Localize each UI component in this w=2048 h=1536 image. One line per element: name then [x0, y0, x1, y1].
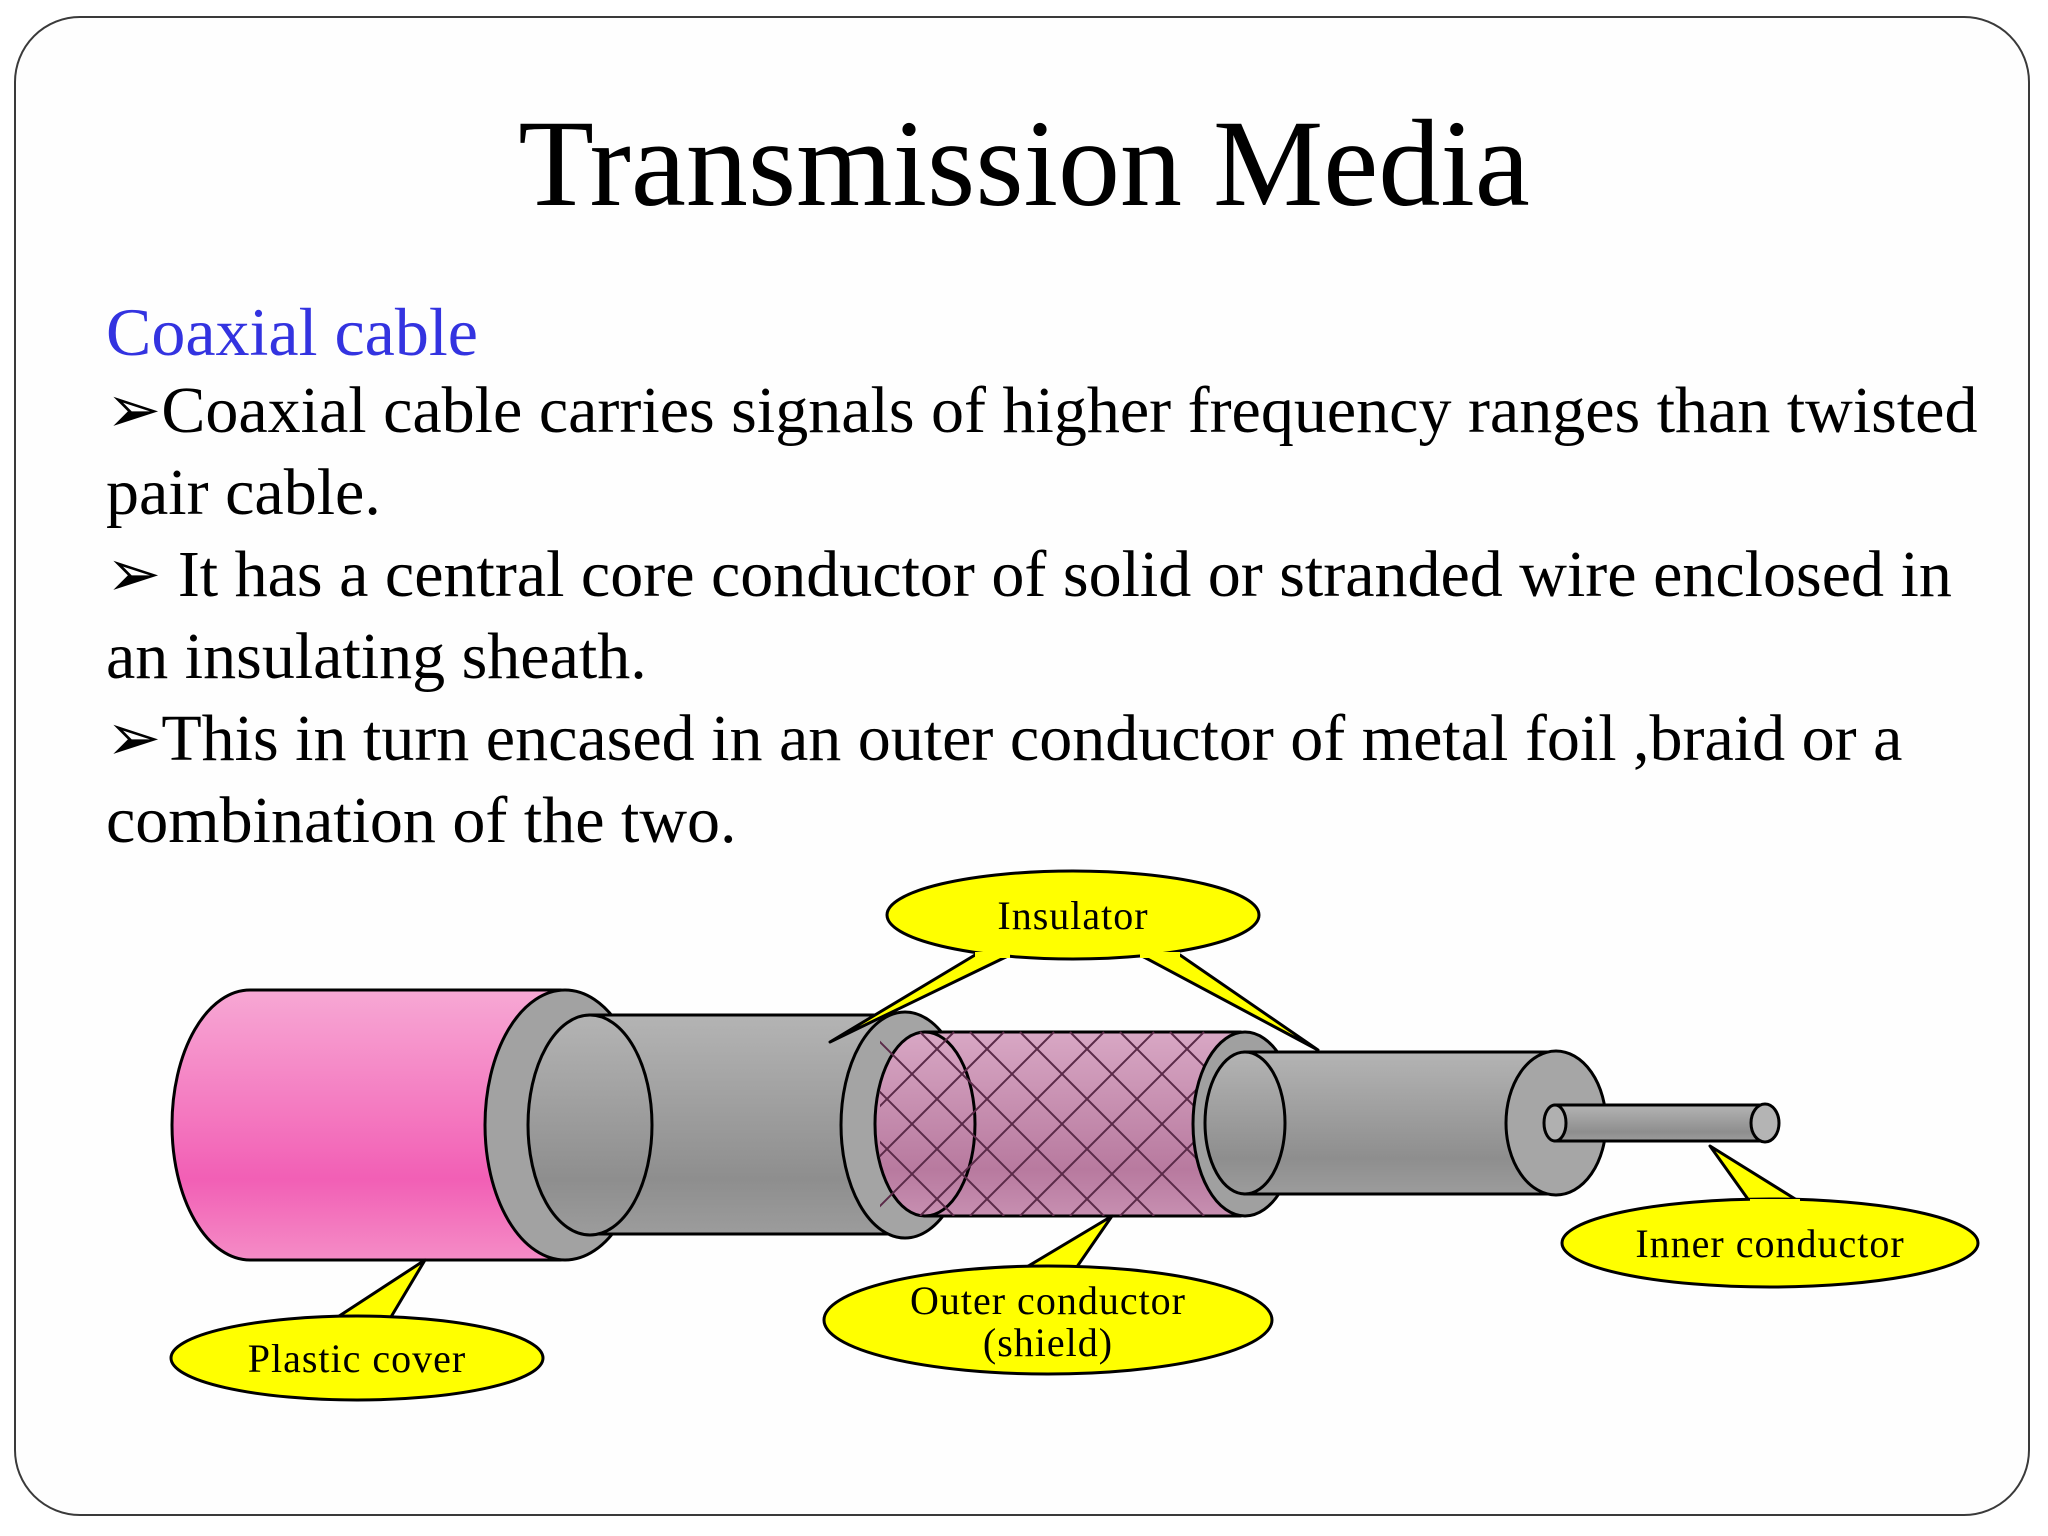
bullet-text-2: It has a central core conductor of solid…	[106, 538, 1952, 693]
bullet-item-3: ➢This in turn encased in an outer conduc…	[106, 698, 1986, 862]
callout-outer-conductor: Outer conductor (shield)	[822, 1214, 1274, 1376]
arrow-bullet-icon: ➢	[106, 702, 162, 775]
arrow-bullet-icon: ➢	[106, 538, 162, 611]
callout-outer-conductor-label-line2: (shield)	[983, 1320, 1113, 1365]
callout-insulator-label: Insulator	[997, 893, 1148, 938]
bullet-item-2: ➢ It has a central core conductor of sol…	[106, 534, 1986, 698]
callout-plastic-cover: Plastic cover	[169, 1258, 545, 1402]
callout-inner-conductor: Inner conductor	[1560, 1144, 1980, 1289]
callout-inner-conductor-label: Inner conductor	[1635, 1221, 1904, 1266]
coaxial-cable-diagram: Insulator Plastic cover Outer conductor …	[169, 869, 1980, 1402]
callout-outer-conductor-label-line1: Outer conductor	[910, 1278, 1186, 1323]
callout-plastic-cover-label: Plastic cover	[248, 1336, 467, 1381]
callout-insulator: Insulator	[828, 869, 1320, 1052]
slide-title: Transmission Media	[518, 95, 1530, 232]
inner-conductor-wire	[1542, 1102, 1781, 1144]
bullet-text-3: This in turn encased in an outer conduct…	[106, 702, 1903, 857]
slide-subtitle: Coaxial cable	[106, 294, 478, 370]
bullet-item-1: ➢Coaxial cable carries signals of higher…	[106, 370, 1986, 534]
bullet-text-1: Coaxial cable carries signals of higher …	[106, 374, 1978, 529]
arrow-bullet-icon: ➢	[106, 374, 162, 447]
inner-insulator-segment	[1203, 1049, 1608, 1197]
bullet-list: ➢Coaxial cable carries signals of higher…	[106, 370, 1986, 862]
